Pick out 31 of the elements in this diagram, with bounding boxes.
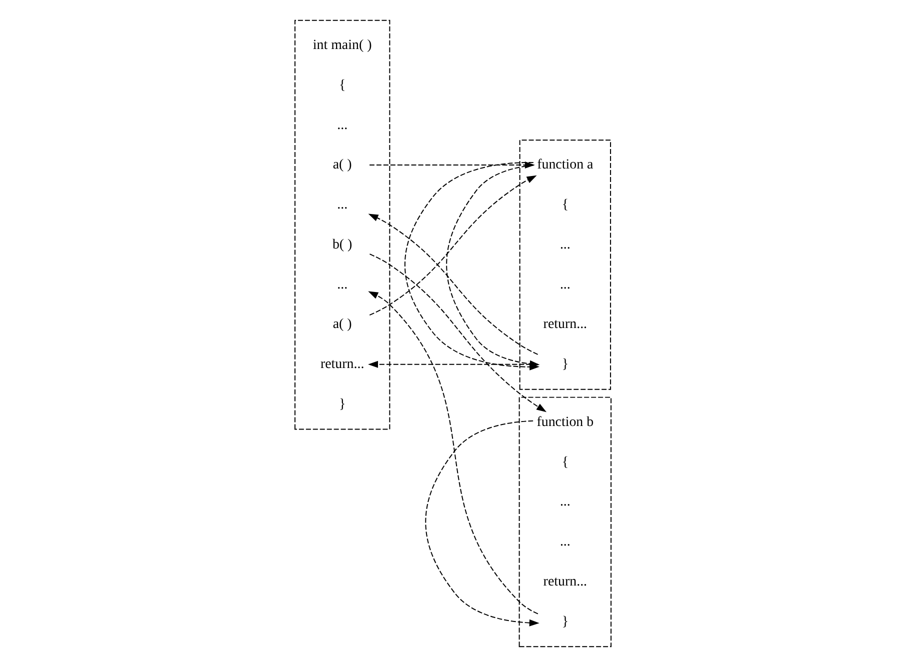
node-text: return... [543,574,588,590]
node-text: b( ) [332,237,352,252]
arrow [368,360,538,368]
node-text: ... [337,198,348,213]
arrow [368,291,538,614]
cluster [518,396,612,648]
node-text: } [562,614,569,630]
node-text: } [562,357,569,372]
node-text: return... [320,357,364,372]
node-text: ... [337,118,348,133]
node-text: int main( ) [312,38,372,54]
arrow [369,175,537,316]
node-text: return... [543,317,588,332]
arrow [368,214,538,355]
node-text: ... [560,494,570,510]
cluster [519,140,612,390]
node-text: function a [537,158,594,173]
node-text: ... [560,237,570,252]
cluster [294,20,390,430]
node-text: } [338,396,346,412]
node-text: { [562,454,569,470]
node-text: { [562,198,569,213]
node-text: a( ) [332,158,352,173]
node-text: ... [560,277,570,292]
node-text: { [338,78,346,93]
node-text: a( ) [332,317,352,332]
arrow [369,254,547,412]
node-text: function b [536,414,594,430]
node-text: ... [560,534,570,550]
node-text: ... [337,277,348,292]
arrow [425,420,540,626]
